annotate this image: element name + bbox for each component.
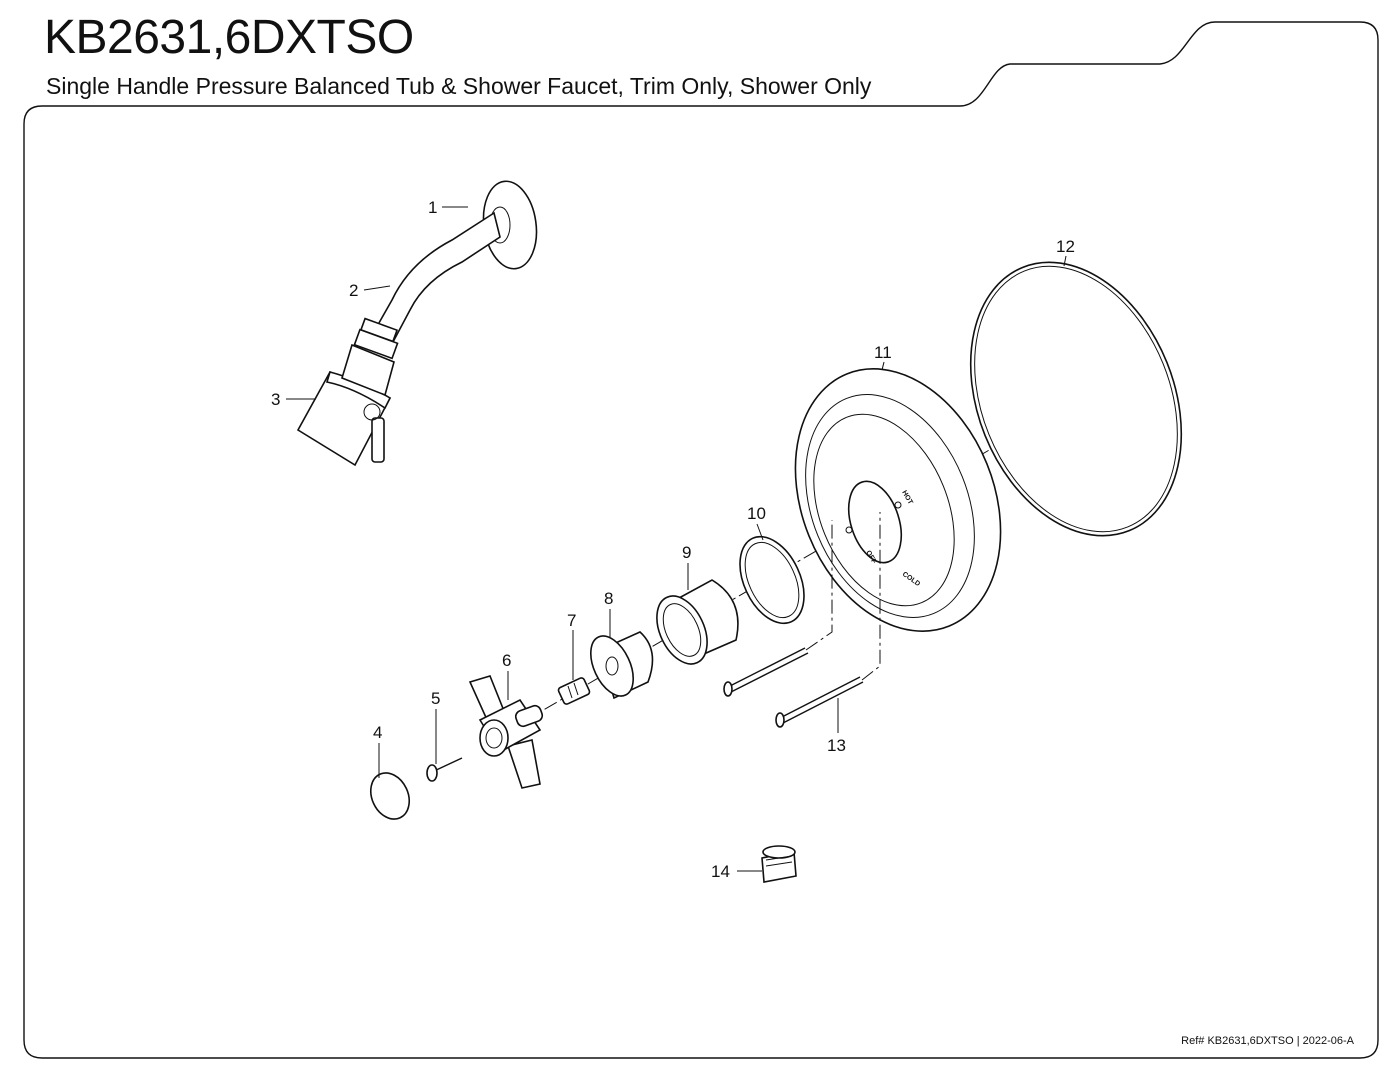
drawing-frame (23, 21, 1379, 1059)
callout-2: 2 (349, 281, 358, 300)
part-trim-ring (739, 535, 805, 625)
part-shower-head (296, 343, 395, 467)
part-cross-handle (468, 675, 544, 789)
callout-11: 11 (874, 343, 892, 362)
callout-9: 9 (682, 543, 691, 562)
callout-1: 1 (428, 198, 437, 217)
callout-7: 7 (567, 611, 576, 630)
part-escutcheon-plate: HOT OFF COLD (794, 368, 1002, 632)
callout-8: 8 (604, 589, 613, 608)
part-gasket (969, 261, 1183, 537)
part-sleeve-nut (590, 631, 654, 700)
callout-12: 12 (1056, 237, 1075, 256)
callout-4: 4 (373, 723, 382, 742)
callout-5: 5 (431, 689, 440, 708)
part-index-cap (369, 772, 411, 820)
part-plate-screws (723, 512, 881, 728)
assembly-axis (539, 399, 1076, 713)
part-shower-arm (353, 211, 501, 360)
part-pipe-plug (761, 845, 797, 883)
callout-10: 10 (747, 504, 766, 523)
model-number-title: KB2631,6DXTSO (44, 11, 414, 64)
callout-13: 13 (827, 736, 846, 755)
callout-3: 3 (271, 390, 280, 409)
part-sleeve (656, 579, 739, 665)
part-stem-adapter (557, 677, 591, 705)
reference-footer: Ref# KB2631,6DXTSO | 2022-06-A (1181, 1035, 1354, 1047)
callout-14: 14 (711, 862, 730, 881)
part-handle-screw (426, 757, 463, 782)
callout-6: 6 (502, 651, 511, 670)
leader-lines (286, 206, 1067, 872)
product-description: Single Handle Pressure Balanced Tub & Sh… (46, 73, 872, 99)
